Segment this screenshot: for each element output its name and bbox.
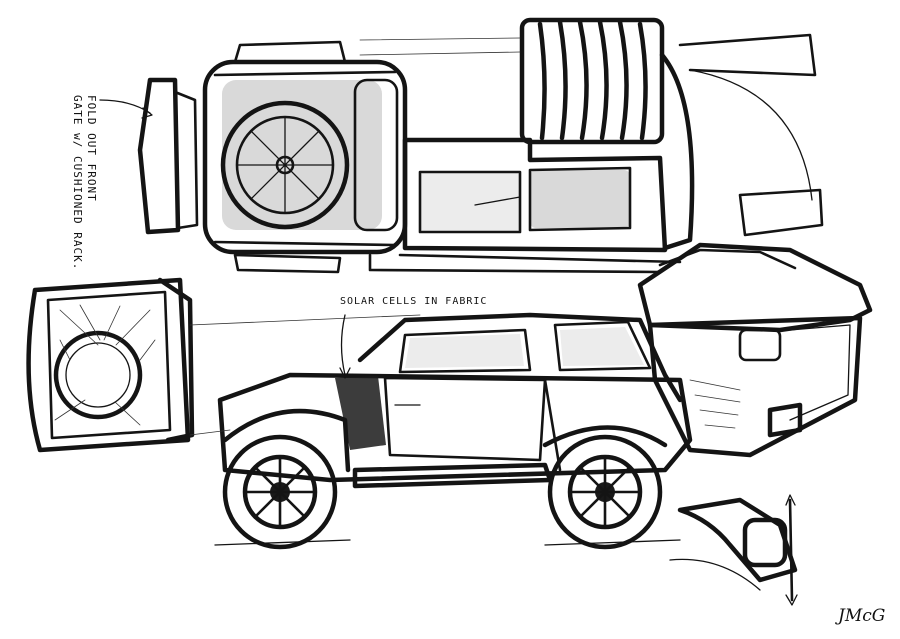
artist-signature: JMcG — [838, 606, 886, 626]
front-gate-note-line1: FOLD OUT FRONT — [85, 95, 98, 202]
front-wheel — [222, 434, 338, 550]
spare-wheel — [220, 100, 350, 230]
solar-fabric-panel — [335, 376, 386, 450]
rear-wheel — [547, 434, 663, 550]
top-view — [137, 17, 824, 274]
front-view — [26, 277, 195, 453]
front-gate — [137, 77, 181, 235]
solar-cells-note: SOLAR CELLS IN FABRIC — [340, 296, 488, 307]
rear-three-quarter-view — [637, 242, 873, 458]
top-rear-roof — [519, 17, 665, 145]
front-gate-note: FOLD OUT FRONT GATE w/ CUSHIONED RACK. — [70, 95, 98, 270]
side-body — [217, 372, 693, 483]
rear-pillar-detail — [669, 494, 798, 606]
front-gate-note-line2: GATE w/ CUSHIONED RACK. — [71, 95, 84, 271]
side-view — [189, 312, 693, 550]
front-gate-pointer — [99, 99, 151, 114]
roof-ribs — [537, 19, 648, 141]
